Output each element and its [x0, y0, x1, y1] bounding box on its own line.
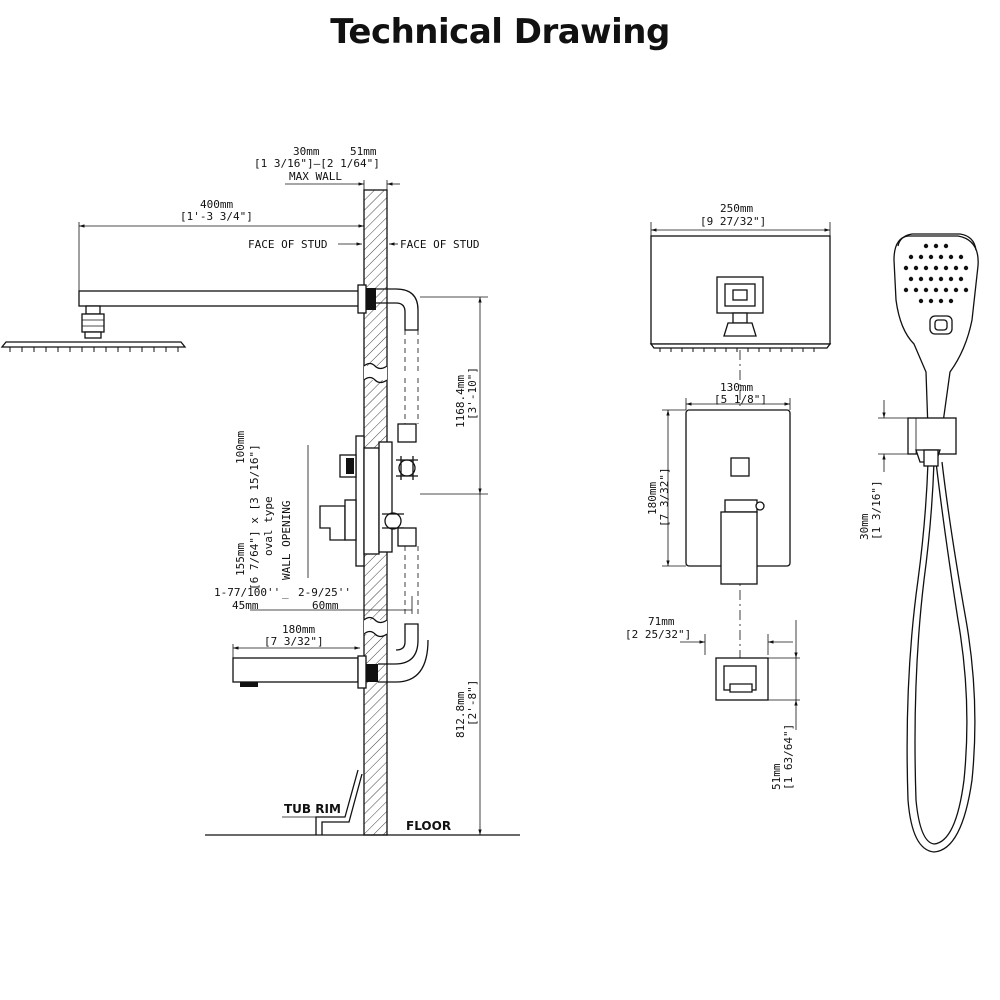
height-lower-in: [2'-8"] — [466, 680, 479, 726]
height-upper-mm: 1168.4mm — [454, 375, 467, 428]
nozzle-dot — [943, 243, 949, 249]
tub-rim-label: TUB RIM — [284, 802, 341, 816]
spout-h-mm: 51mm — [770, 763, 783, 790]
depth-sep: _ — [282, 586, 289, 599]
head-in: [9 27/32"] — [700, 215, 766, 228]
side-view: FLOOR TUB RIM 30mm 51mm [1 3/16"]—[2 1/6… — [0, 145, 520, 836]
nozzle-dot — [943, 265, 949, 271]
spout-w-in: [2 25/32"] — [625, 628, 691, 641]
nozzle-dot — [918, 254, 924, 260]
tub-spout-front: 71mm [2 25/32"] 51mm [1 63/64"] — [625, 615, 800, 790]
nozzle-dot — [923, 243, 929, 249]
height-dimensions: 1168.4mm [3'-10"] 812.8mm [2'-8"] — [420, 296, 488, 835]
plate-h-mm: 180mm — [646, 482, 659, 515]
nozzle-dot — [933, 243, 939, 249]
nozzle-dot — [923, 287, 929, 293]
max-wall-in: [1 3/16"]—[2 1/64"] — [254, 157, 380, 170]
depth-mm-right: 60mm — [312, 599, 339, 612]
nozzle-dot — [918, 276, 924, 282]
nozzle-dot — [943, 287, 949, 293]
height-lower-mm: 812.8mm — [454, 691, 467, 738]
nozzle-dot — [933, 287, 939, 293]
rain-shower-head-front: 250mm [9 27/32"] — [649, 202, 832, 349]
height-upper-in: [3'-10"] — [466, 367, 479, 420]
nozzle-dot — [963, 265, 969, 271]
depth-in-right: 2-9/25'' — [298, 586, 351, 599]
nozzle-dot — [953, 287, 959, 293]
depth-dimension: 1-77/100'' _ 2-9/25'' 45mm 60mm — [214, 586, 413, 614]
valve-trim-plate: 130mm [5 1/8"] 180mm [7 3/32"] — [646, 381, 791, 585]
spout-w-mm: 71mm — [648, 615, 675, 628]
depth-mm-left: 45mm — [232, 599, 259, 612]
nozzle-dot — [933, 265, 939, 271]
tub-spout-side: 180mm [7 3/32"] — [232, 623, 429, 689]
opening-in: [6 7/64"] x [3 15/16"] — [248, 444, 261, 590]
max-wall-label: MAX WALL — [289, 170, 342, 183]
wall-opening-dimension: 155mm 100mm [6 7/64"] x [3 15/16"] oval … — [234, 431, 309, 590]
nozzle-dot — [928, 298, 934, 304]
max-wall-mm2: 51mm — [350, 145, 377, 158]
plate-h-in: [7 3/32"] — [658, 467, 671, 527]
floor-label: FLOOR — [406, 819, 451, 833]
nozzle-dot — [913, 287, 919, 293]
face-of-stud-left: FACE OF STUD — [248, 238, 327, 251]
nozzle-dot — [953, 265, 959, 271]
nozzle-dot — [958, 254, 964, 260]
opening-label: WALL OPENING — [280, 501, 293, 580]
nozzle-dot — [963, 287, 969, 293]
max-wall-mm: 30mm — [293, 145, 320, 158]
opening-type: oval type — [262, 496, 275, 556]
nozzle-dot — [958, 276, 964, 282]
face-of-stud-right: FACE OF STUD — [400, 238, 479, 251]
nozzle-dot — [918, 298, 924, 304]
shower-arm — [78, 284, 419, 372]
shower-head-nozzles — [9, 347, 179, 352]
spout-mm: 180mm — [282, 623, 315, 636]
nozzle-dot — [948, 254, 954, 260]
tub-rim: TUB RIM — [282, 769, 363, 835]
nozzle-dot — [948, 298, 954, 304]
holder-in: [1 3/16"] — [870, 480, 883, 540]
nozzle-dot — [923, 265, 929, 271]
handheld-shower: 30mm [1 3/16"] — [858, 233, 979, 853]
holder-mm: 30mm — [858, 513, 871, 540]
nozzle-dot — [948, 276, 954, 282]
max-wall-dimension: 30mm 51mm [1 3/16"]—[2 1/64"] MAX WALL — [254, 145, 400, 195]
plate-w-in: [5 1/8"] — [714, 393, 767, 406]
nozzle-dot — [938, 276, 944, 282]
arm-dimension: 400mm [1'-3 3/4"] — [78, 198, 364, 300]
nozzle-dot — [908, 276, 914, 282]
mixing-valve-side — [319, 378, 419, 618]
opening-h: 155mm — [234, 543, 247, 576]
nozzle-dot — [903, 287, 909, 293]
nozzle-dot — [938, 298, 944, 304]
nozzle-dot — [928, 254, 934, 260]
rain-shower-head-side — [0, 305, 187, 348]
spout-in: [7 3/32"] — [264, 635, 324, 648]
head-mm: 250mm — [720, 202, 753, 215]
nozzle-dot — [908, 254, 914, 260]
front-head-nozzles — [659, 348, 815, 352]
nozzle-dot — [928, 276, 934, 282]
front-view: 250mm [9 27/32"] 130mm [5 1/8"] — [625, 202, 832, 790]
page-title: Technical Drawing — [330, 12, 670, 52]
spout-h-in: [1 63/64"] — [782, 724, 795, 790]
nozzle-dot — [913, 265, 919, 271]
depth-in-left: 1-77/100'' — [214, 586, 280, 599]
plate-w-mm: 130mm — [720, 381, 753, 394]
nozzle-dot — [938, 254, 944, 260]
nozzle-dot — [903, 265, 909, 271]
arm-mm: 400mm — [200, 198, 233, 211]
arm-in: [1'-3 3/4"] — [180, 210, 253, 223]
handheld-nozzles — [903, 243, 969, 304]
opening-w: 100mm — [234, 431, 247, 464]
